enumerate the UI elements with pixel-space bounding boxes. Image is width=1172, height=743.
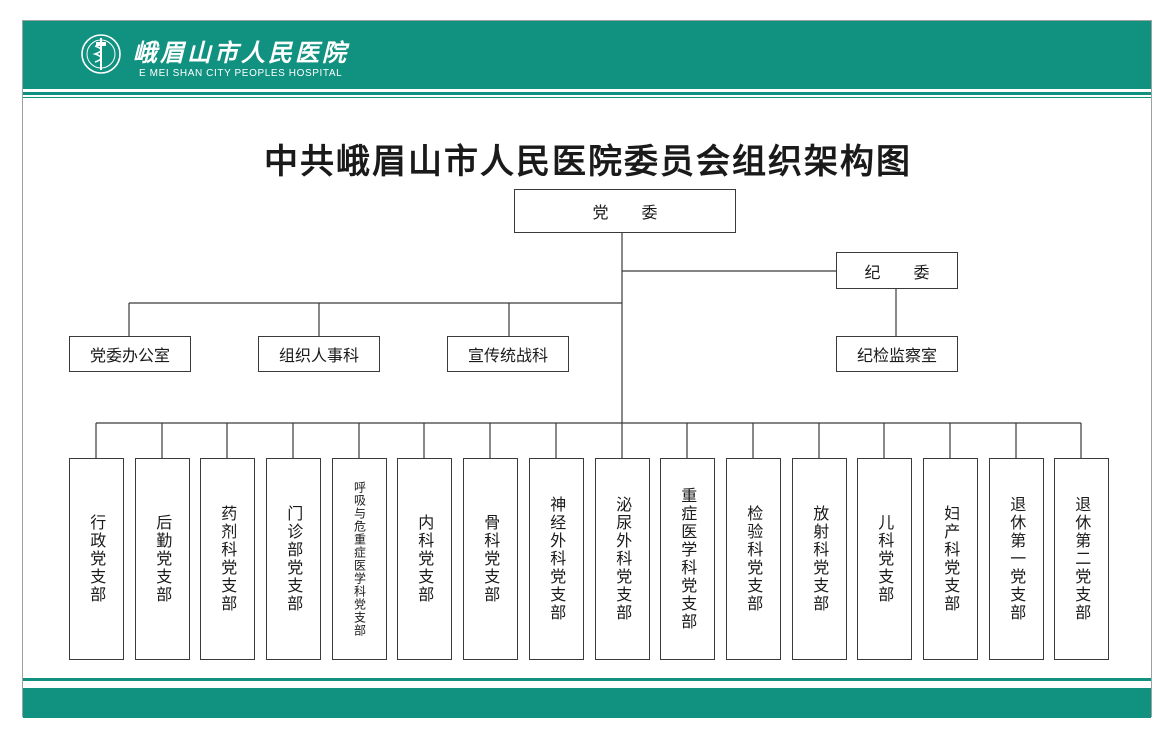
branch-box: 重症医学科党支部 xyxy=(660,458,715,660)
branch-box: 退休第一党支部 xyxy=(989,458,1044,660)
party-office-box: 党委办公室 xyxy=(69,336,191,372)
branch-box: 呼吸与危重症医学科党支部 xyxy=(332,458,387,660)
header-divider-thin xyxy=(23,97,1151,98)
personnel-office-box: 组织人事科 xyxy=(258,336,380,372)
branch-box: 放射科党支部 xyxy=(792,458,847,660)
hospital-emblem-icon xyxy=(81,34,121,74)
header-banner: 峨眉山市人民医院 E MEI SHAN CITY PEOPLES HOSPITA… xyxy=(23,21,1151,89)
publicity-office-box: 宣传统战科 xyxy=(447,336,569,372)
hospital-name-en: E MEI SHAN CITY PEOPLES HOSPITAL xyxy=(139,68,343,79)
party-committee-box: 党 委 xyxy=(514,189,736,233)
branch-box: 泌尿外科党支部 xyxy=(595,458,650,660)
branch-box: 神经外科党支部 xyxy=(529,458,584,660)
branch-box: 后勤党支部 xyxy=(135,458,190,660)
header-divider xyxy=(23,92,1151,95)
chart-title: 中共峨眉山市人民医院委员会组织架构图 xyxy=(264,142,912,182)
connector-lines xyxy=(95,233,1082,458)
discipline-committee-box: 纪 委 xyxy=(836,252,958,289)
inspection-office-box: 纪检监察室 xyxy=(836,336,958,372)
hospital-name-cn: 峨眉山市人民医院 xyxy=(133,38,349,67)
branch-box: 退休第二党支部 xyxy=(1054,458,1109,660)
branch-box: 药剂科党支部 xyxy=(200,458,255,660)
branch-box: 骨科党支部 xyxy=(463,458,518,660)
branch-box: 内科党支部 xyxy=(397,458,452,660)
branch-box: 检验科党支部 xyxy=(726,458,781,660)
org-chart-board: 峨眉山市人民医院 E MEI SHAN CITY PEOPLES HOSPITA… xyxy=(22,20,1152,718)
branch-box: 行政党支部 xyxy=(69,458,124,660)
branch-box: 儿科党支部 xyxy=(857,458,912,660)
branch-box: 门诊部党支部 xyxy=(266,458,321,660)
footer-divider xyxy=(23,678,1151,681)
footer-band xyxy=(23,688,1151,718)
branch-box: 妇产科党支部 xyxy=(923,458,978,660)
